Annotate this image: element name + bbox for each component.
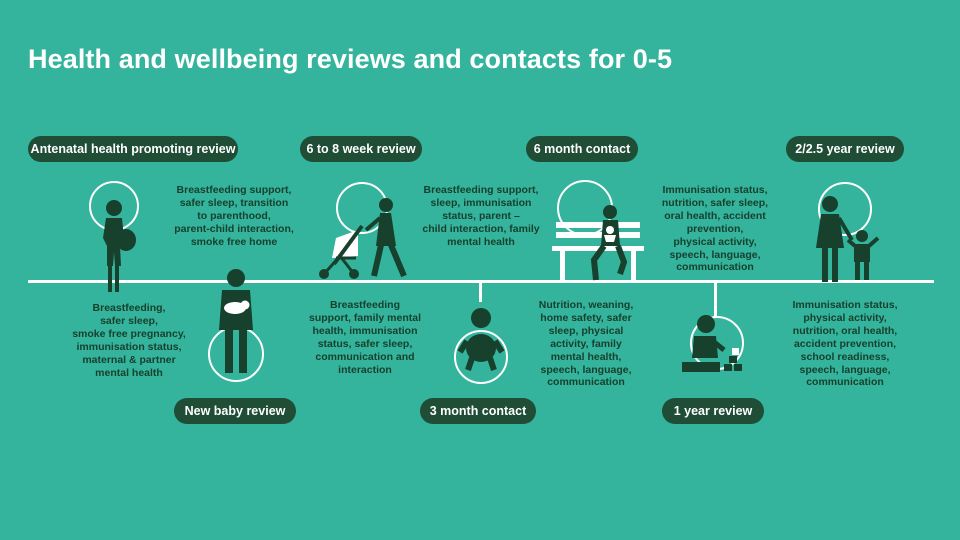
stage-6-month-details: Nutrition, weaning, home safety, safer s… [538, 299, 634, 389]
page-title: Health and wellbeing reviews and contact… [28, 44, 673, 74]
parent-with-pram-icon [319, 198, 407, 279]
stage-3-month-ring [454, 330, 508, 384]
stage-antenatal-details: Breastfeeding, safer sleep, smoke free p… [72, 302, 186, 379]
pregnant-woman-icon [103, 200, 136, 292]
stage-1-year-details: Immunisation status, nutrition, safer sl… [661, 184, 769, 274]
timeline-tick-3-month [479, 282, 482, 302]
stage-2-year-label: 2/2.5 year review [786, 136, 904, 162]
stage-3-month-label: 3 month contact [420, 398, 536, 424]
toddler-with-blocks-icon [682, 315, 742, 372]
parent-and-child-icon [816, 196, 880, 282]
stage-6-8-week-label: 6 to 8 week review [300, 136, 422, 162]
stage-2-year-details: Immunisation status, physical activity, … [792, 299, 898, 389]
stage-1-year-label: 1 year review [662, 398, 764, 424]
stage-2-year-ring [818, 182, 872, 236]
stage-new-baby-details: Breastfeeding support, safer sleep, tran… [174, 184, 294, 248]
baby-sitting-icon [457, 308, 505, 371]
parent-on-bench-icon [552, 205, 644, 281]
stage-new-baby-label: New baby review [174, 398, 296, 424]
timeline-line [28, 280, 934, 283]
stage-6-8-week-details: Breastfeeding support, family mental hea… [308, 299, 422, 376]
stage-6-month-label: 6 month contact [526, 136, 638, 162]
parent-holding-baby-icon [219, 269, 253, 373]
timeline-tick-1-year [714, 282, 717, 318]
stage-antenatal-label: Antenatal health promoting review [28, 136, 238, 162]
stage-3-month-details: Breastfeeding support, sleep, immunisati… [422, 184, 540, 248]
